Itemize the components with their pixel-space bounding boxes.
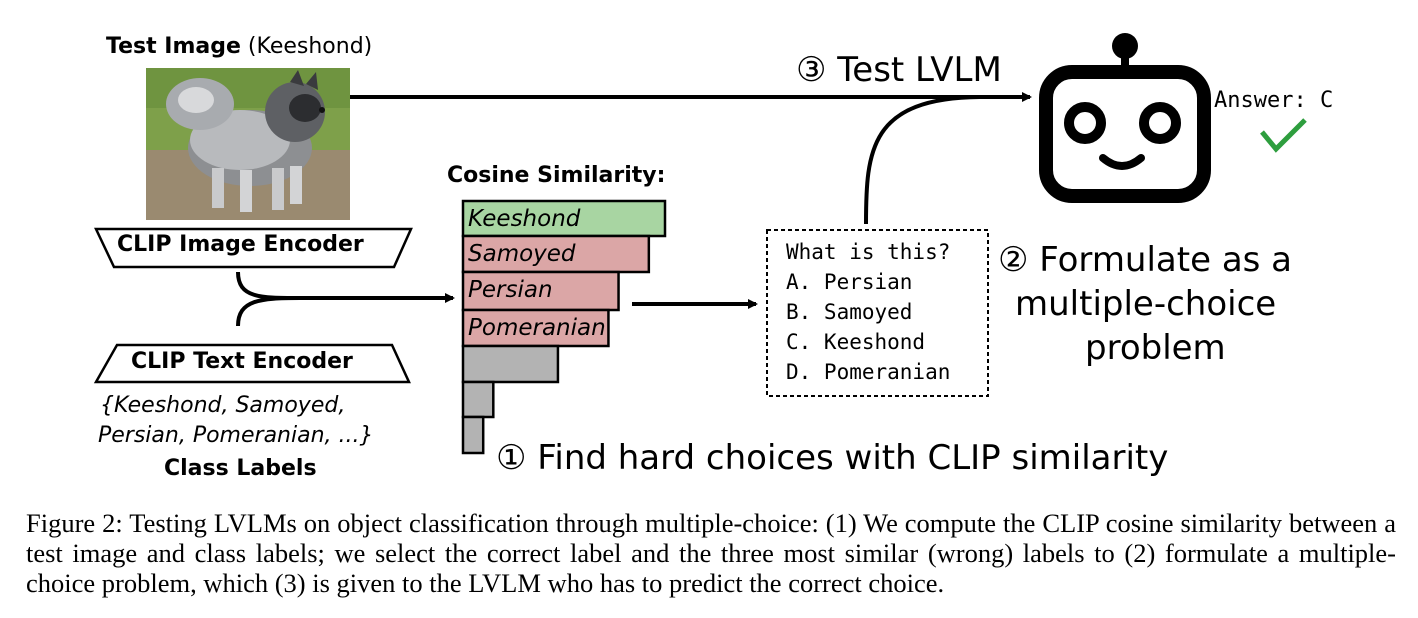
question-to-lvlm-curve [864, 95, 981, 225]
similarity-bar [461, 199, 667, 238]
similarity-bar-label: Keeshond [468, 206, 581, 232]
step2-line1: ② Formulate as a [998, 240, 1293, 280]
option-d: D. Pomeranian [786, 360, 951, 384]
similarity-bar [461, 415, 485, 455]
encoder-merge-arrow [236, 271, 455, 303]
pipeline-diagram [93, 33, 1307, 455]
step2-line3: problem [1085, 328, 1226, 368]
test-image-heading: Test Image (Keeshond) [106, 34, 372, 59]
similarity-bar [461, 308, 610, 348]
test-image [146, 68, 350, 220]
robot-icon [1039, 33, 1211, 203]
similarity-bar-label: Samoyed [468, 241, 576, 267]
test-image-heading-bold: Test Image [106, 34, 241, 59]
clip-text-encoder-shape [93, 343, 411, 384]
question-box [766, 229, 989, 397]
class-labels-line2: Persian, Pomeranian, ...} [98, 423, 374, 448]
similarity-bar-label: Pomeranian [468, 315, 606, 341]
step2-line2: multiple-choice [1015, 284, 1277, 324]
similarity-bar [461, 270, 620, 312]
similarity-bar [461, 234, 651, 274]
encoder-merge-curve [236, 296, 301, 327]
similarity-bar [461, 380, 495, 419]
figure-caption: Figure 2: Testing LVLMs on object classi… [26, 508, 1396, 598]
step1-label: ① Find hard choices with CLIP similarity [496, 438, 1169, 478]
option-a: A. Persian [786, 270, 913, 294]
test-image-heading-rest: (Keeshond) [247, 34, 373, 59]
cosine-similarity-title: Cosine Similarity: [447, 163, 666, 188]
similarity-bars [461, 199, 667, 455]
clip-image-encoder-label: CLIP Image Encoder [117, 232, 364, 257]
clip-text-encoder-label: CLIP Text Encoder [131, 349, 353, 374]
similarity-bar [461, 344, 560, 384]
answer-text: Answer: C [1214, 88, 1334, 113]
clip-image-encoder-shape [94, 227, 413, 269]
check-icon [1260, 118, 1307, 153]
similarity-bar-label: Persian [468, 277, 553, 303]
class-labels-title: Class Labels [164, 456, 317, 481]
option-c: C. Keeshond [786, 330, 926, 354]
step3-label: ③ Test LVLM [796, 50, 1002, 90]
question-text: What is this? [786, 240, 951, 264]
class-labels-line1: {Keeshond, Samoyed, [100, 393, 346, 418]
option-b: B. Samoyed [786, 300, 913, 324]
